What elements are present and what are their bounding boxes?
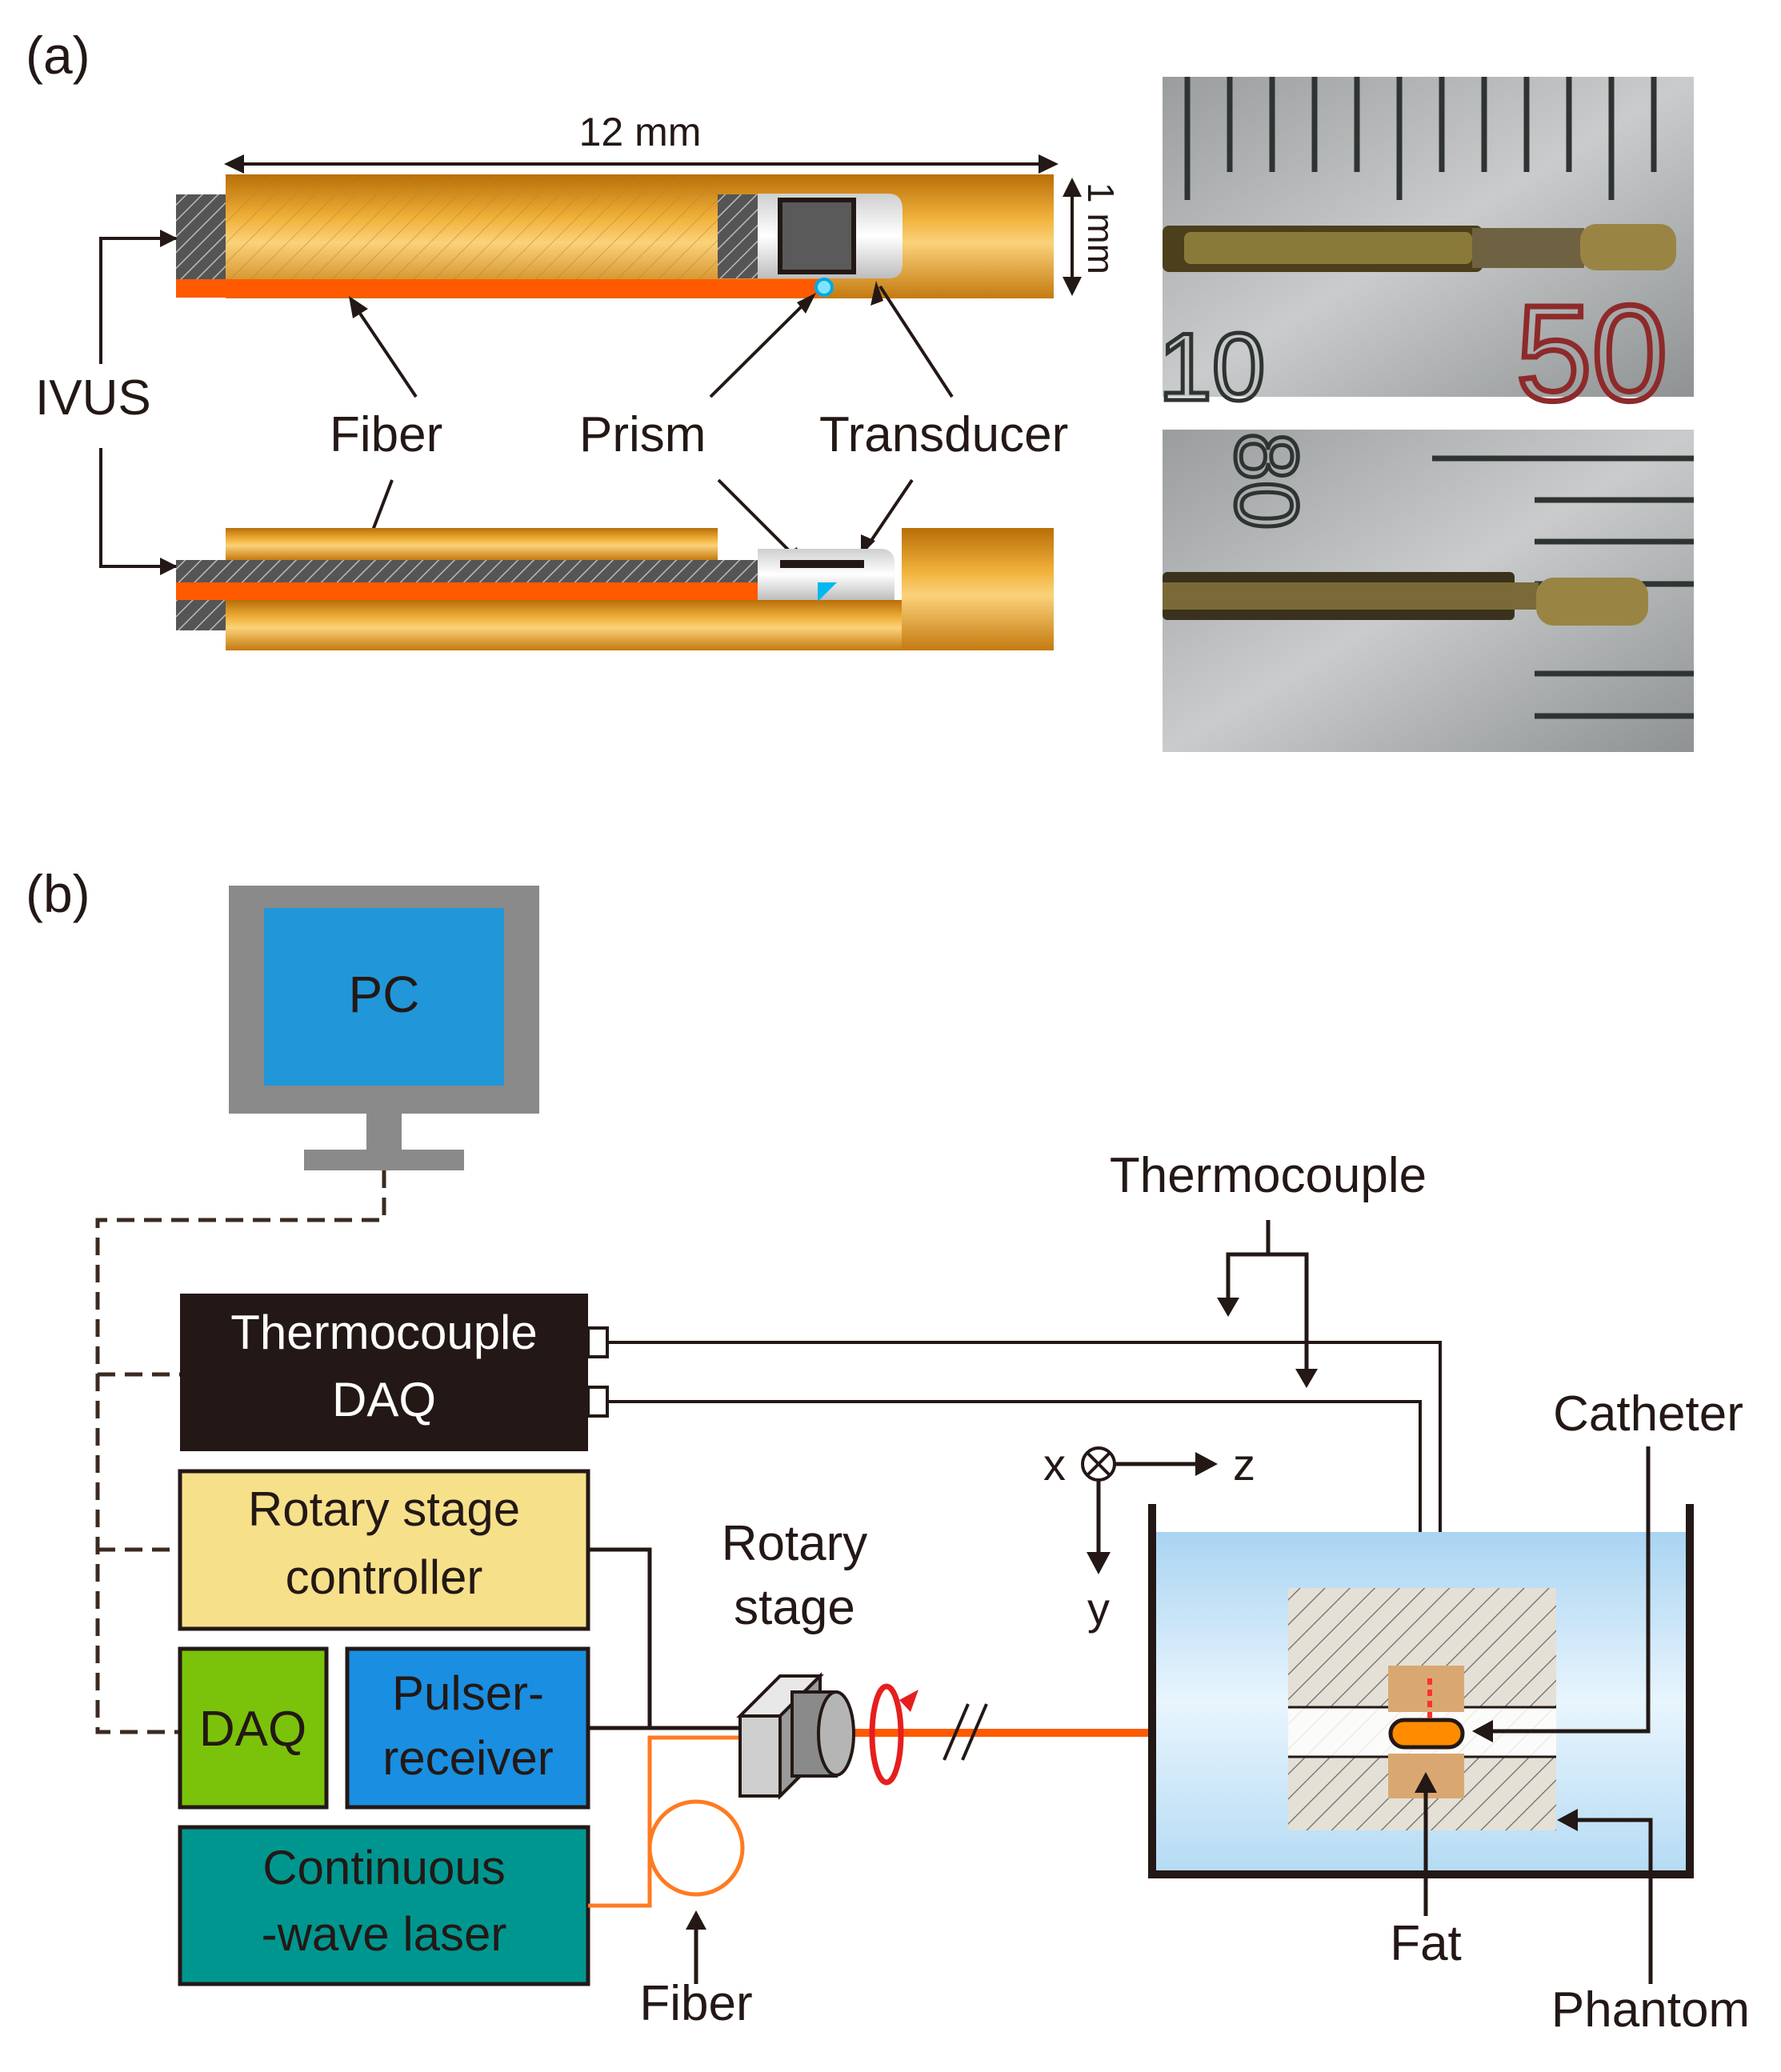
transducer-label: Transducer xyxy=(819,407,1068,462)
laser-fiber-path xyxy=(588,1735,752,1908)
thermocouple-label: Thermocouple xyxy=(1110,1148,1427,1203)
break-marks xyxy=(943,1703,988,1761)
prism-top xyxy=(814,278,834,297)
rotary-stage-line1: Rotary xyxy=(722,1516,868,1571)
photo-top-ruler-right: 50 xyxy=(1516,278,1667,430)
thermocouple-daq-line1: Thermocouple xyxy=(230,1306,538,1359)
fiber-label-a: Fiber xyxy=(330,407,442,462)
ivus-label: IVUS xyxy=(35,370,151,426)
panel-b-label: (b) xyxy=(26,864,90,923)
rotary-stage-line2: stage xyxy=(734,1580,855,1635)
daq-label: DAQ xyxy=(199,1702,306,1757)
catheter-label: Catheter xyxy=(1553,1386,1743,1442)
signal-wiring xyxy=(588,1547,756,1730)
pulser-line2: receiver xyxy=(382,1731,553,1785)
laser-box: Continuous -wave laser xyxy=(178,1825,590,1986)
length-dimension-label: 12 mm xyxy=(579,110,702,154)
width-dimension-label: 1 mm xyxy=(1080,182,1122,274)
ivus-bracket xyxy=(99,230,178,575)
ivus-catheter-bottom xyxy=(176,528,1054,650)
backing-block-left xyxy=(176,194,226,279)
thermocouple-pointer xyxy=(1226,1220,1309,1374)
phantom-label: Phantom xyxy=(1551,1982,1750,2038)
laser-line2: -wave laser xyxy=(262,1907,507,1961)
thermocouple-daq-box: Thermocouple DAQ xyxy=(180,1294,609,1451)
rotary-controller-line2: controller xyxy=(286,1550,483,1604)
coordinate-axes: x z y xyxy=(1043,1439,1255,1634)
phantom-pointer xyxy=(1575,1818,1653,1984)
rotary-controller-line1: Rotary stage xyxy=(248,1482,520,1536)
photo-bottom: 80 xyxy=(1163,430,1694,752)
rotary-stage-device xyxy=(736,1672,855,1800)
thermocouple-daq-line2: DAQ xyxy=(332,1373,436,1426)
laser-line1: Continuous xyxy=(262,1841,506,1894)
axis-x-label: x xyxy=(1043,1439,1066,1490)
pc-label: PC xyxy=(349,966,420,1023)
photo-top: 10 50 xyxy=(1157,77,1694,433)
fiber-top xyxy=(176,279,818,298)
length-dimension: 12 mm xyxy=(224,110,1059,174)
pulser-receiver-box: Pulser- receiver xyxy=(345,1646,590,1810)
photo-top-ruler-left: 10 xyxy=(1159,314,1265,421)
pulser-line1: Pulser- xyxy=(392,1666,544,1720)
daq-box: DAQ xyxy=(178,1646,329,1810)
prism-bottom xyxy=(818,582,837,602)
transducer-element xyxy=(778,198,856,274)
axis-y-label: y xyxy=(1087,1583,1110,1634)
transducer-element-bottom xyxy=(780,560,864,568)
catheter-tip xyxy=(1388,1678,1465,1750)
fiber-label-b: Fiber xyxy=(639,1976,752,2031)
photo-bottom-ruler: 80 xyxy=(1217,432,1315,530)
pc-monitor: PC xyxy=(229,886,539,1170)
backing-block-mid xyxy=(718,194,758,278)
prism-label: Prism xyxy=(579,407,706,462)
pc-dashed-links xyxy=(95,1170,386,1734)
rotation-arrow-icon xyxy=(869,1683,919,1786)
catheter-pointer xyxy=(1490,1446,1651,1734)
ivus-catheter-top xyxy=(176,174,1054,298)
axis-z-label: z xyxy=(1233,1439,1255,1490)
width-dimension: 1 mm xyxy=(1063,178,1122,296)
fat-label: Fat xyxy=(1390,1916,1462,1971)
panel-a-label: (a) xyxy=(26,26,90,85)
rotary-controller-box: Rotary stage controller xyxy=(178,1469,590,1631)
